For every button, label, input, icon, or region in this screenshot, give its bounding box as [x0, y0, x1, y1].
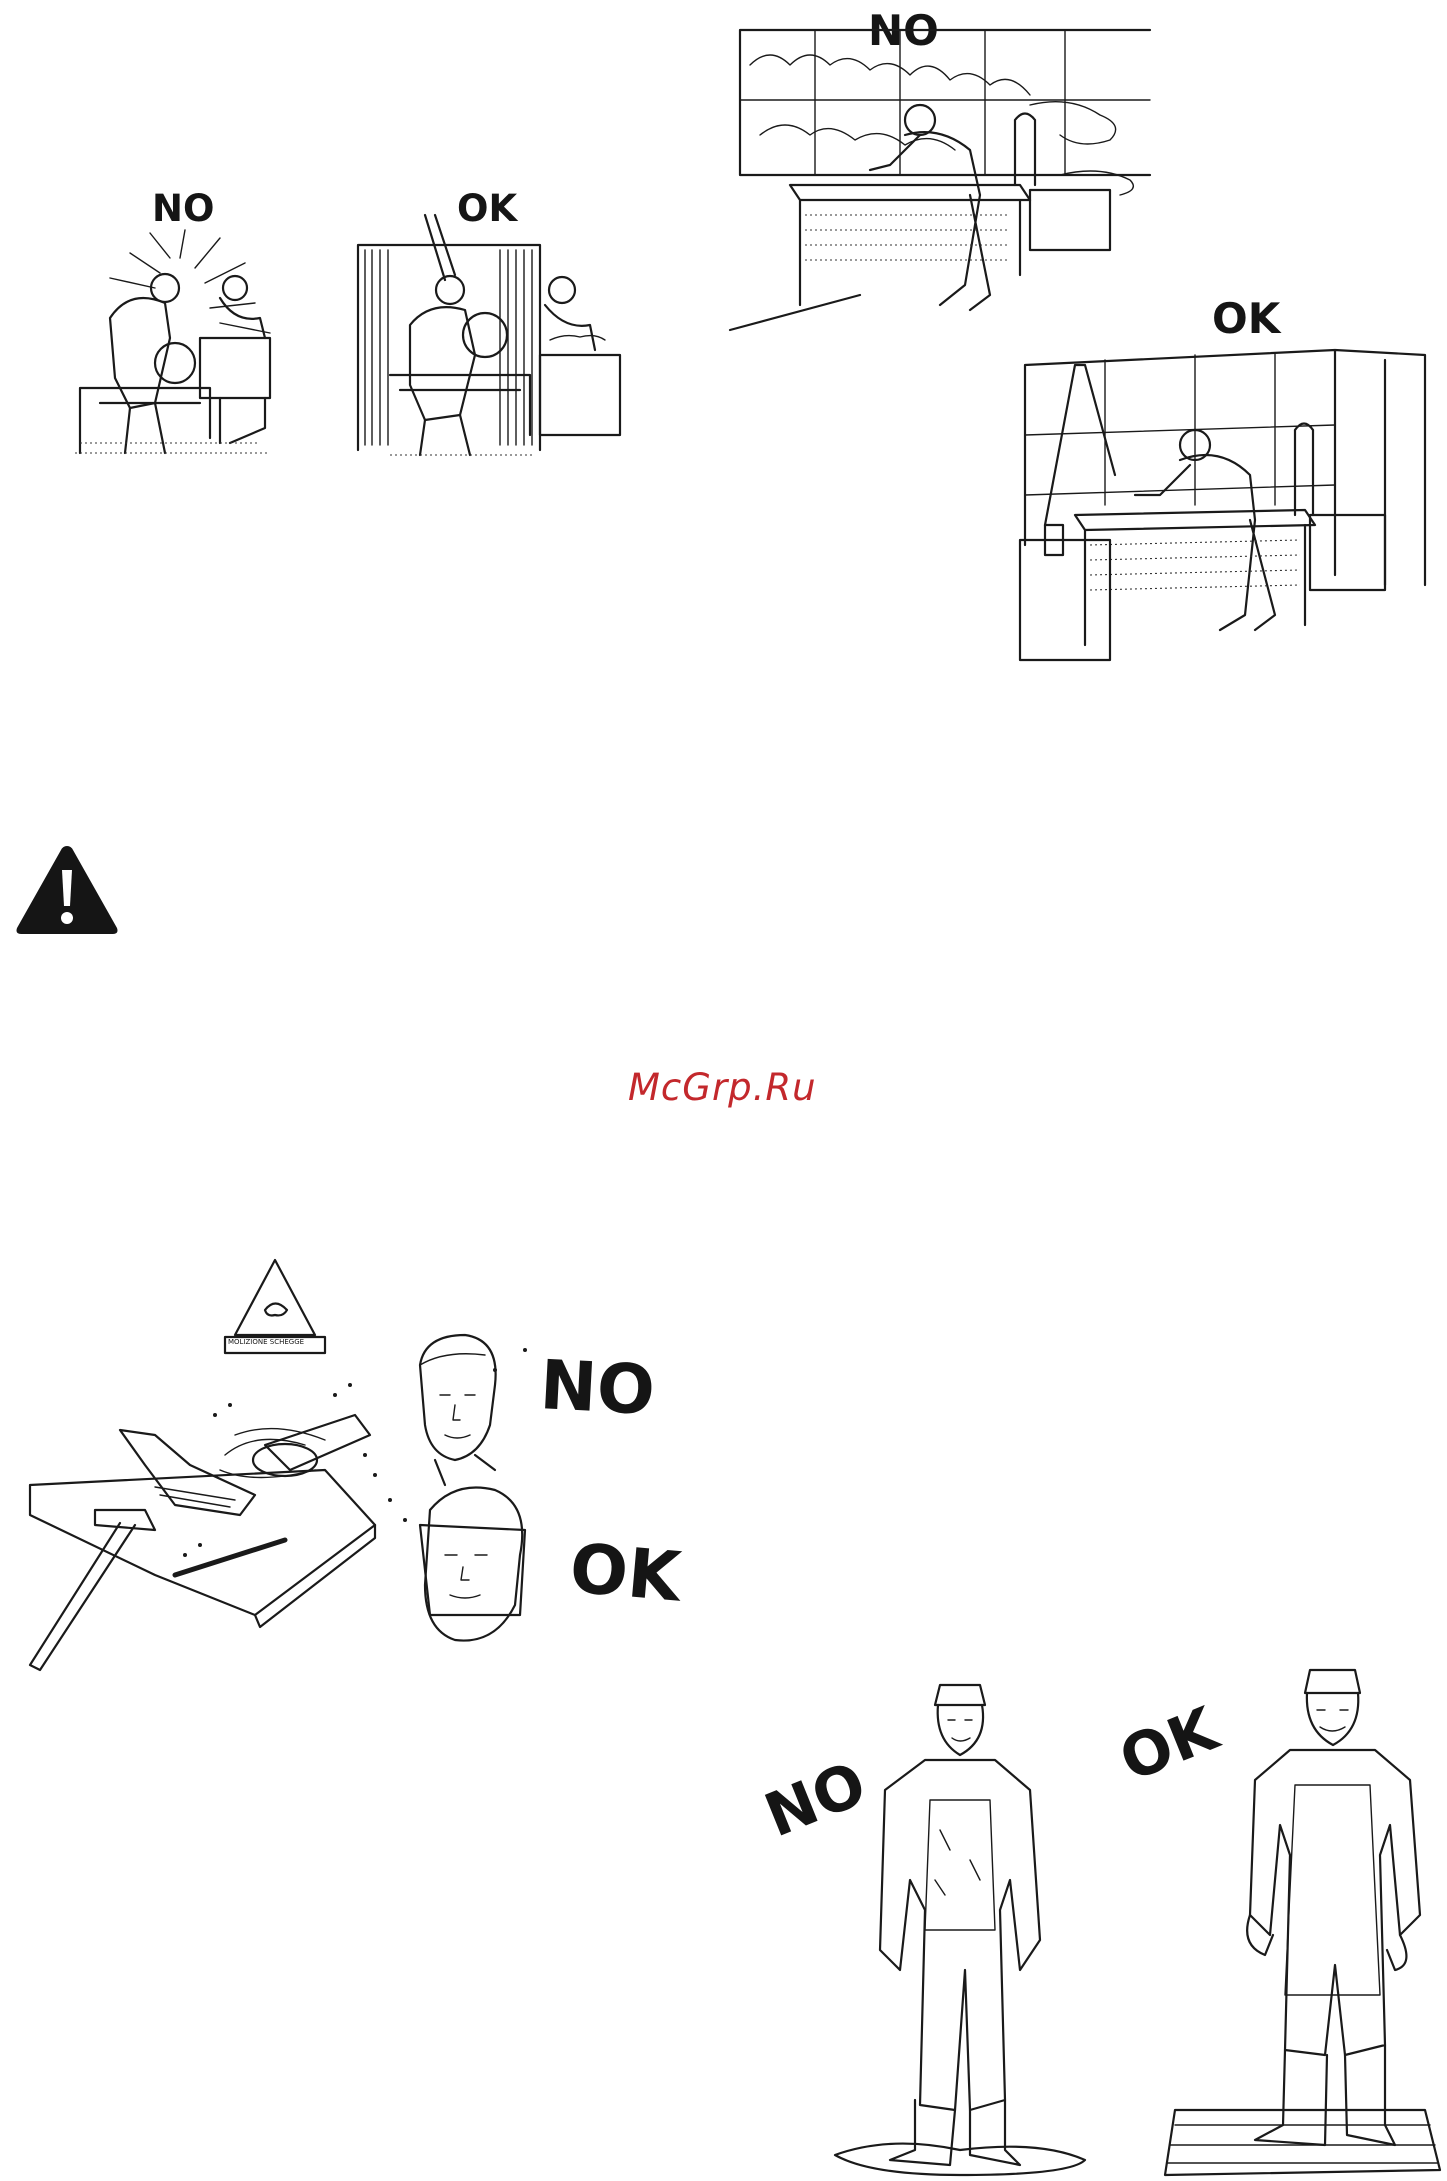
booth-no-illustration: [70, 228, 285, 463]
grinding-no-label: NO: [538, 1352, 656, 1426]
grinding-illustration: [25, 1255, 545, 1675]
booth-ok-illustration: [350, 215, 625, 465]
clothing-ok-illustration: [1155, 1665, 1445, 2180]
clothing-no-illustration: [830, 1680, 1090, 2180]
ventilation-ok-label: OK: [1212, 298, 1280, 340]
ventilation-ok-illustration: [1005, 345, 1430, 665]
ventilation-no-illustration: [730, 25, 1150, 335]
grinding-ok-label: OK: [567, 1535, 683, 1612]
watermark-text: McGrp.Ru: [628, 1066, 817, 1109]
booth-ok-label: OK: [457, 190, 517, 227]
grinding-sign-caption: MOLIZIONE SCHEGGE: [228, 1339, 304, 1346]
booth-no-label: NO: [152, 190, 214, 227]
warning-triangle-icon: [14, 842, 120, 938]
